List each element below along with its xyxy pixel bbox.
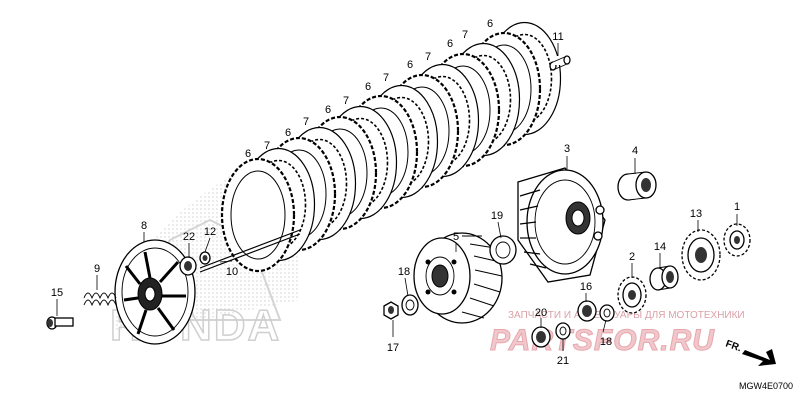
callout-8: 8	[141, 220, 147, 232]
callout-17: 17	[387, 342, 399, 354]
clutch-center-5	[413, 232, 503, 324]
callout-6-d: 6	[325, 104, 331, 116]
bearing-22	[179, 256, 197, 276]
thrust-washer-19	[489, 235, 517, 265]
callout-9: 9	[94, 263, 100, 275]
watermark-brand: PARTSFOR.RU	[490, 324, 715, 357]
callout-18-left: 18	[398, 266, 410, 278]
direction-label: FR.	[724, 338, 743, 354]
clutch-plate-stack	[220, 21, 562, 273]
diagram-code: MGW4E0700	[739, 381, 793, 391]
callout-13: 13	[690, 208, 702, 220]
pin-11	[549, 55, 571, 71]
washer-18-left	[401, 294, 419, 316]
callout-1: 1	[734, 201, 740, 213]
callout-7-a: 7	[264, 140, 270, 152]
callout-7-e: 7	[383, 72, 389, 84]
callout-19: 19	[491, 210, 503, 222]
friction-disc-bore	[230, 170, 286, 260]
lock-nut-20	[531, 326, 551, 348]
callout-6-h: 6	[487, 18, 493, 30]
callout-3: 3	[564, 143, 570, 155]
callout-7-f: 7	[425, 51, 431, 63]
collar-4	[617, 171, 657, 201]
collar-14	[649, 265, 679, 291]
lock-nut-17	[383, 301, 399, 320]
oil-pump-sprocket-2	[617, 276, 647, 314]
callout-10: 10	[226, 266, 238, 278]
watermark: ЗАПЧАСТИ И АКСЕССУАРЫ ДЛЯ МОТОТЕХНИКИ PA…	[490, 310, 745, 358]
callout-15: 15	[51, 287, 63, 299]
callout-6-c: 6	[285, 127, 291, 139]
bolt-15	[46, 316, 74, 330]
callout-12: 12	[204, 226, 216, 238]
washer-12	[199, 251, 211, 265]
callout-5: 5	[453, 231, 459, 243]
callout-6-g: 6	[447, 38, 453, 50]
washer-21	[555, 322, 571, 340]
pressure-plate-8	[114, 239, 196, 345]
clutch-spring-9	[83, 292, 117, 307]
callout-11: 11	[552, 31, 563, 43]
callout-6-a: 6	[245, 148, 251, 160]
callout-14: 14	[654, 241, 666, 253]
callout-16: 16	[580, 281, 592, 293]
callout-6-e: 6	[365, 81, 371, 93]
callouts: 1 2 3 4 5 6 6 6 6 6 6 6 7 7 7 7 7 7 8 9 …	[51, 18, 740, 367]
watermark-text: ЗАПЧАСТИ И АКСЕССУАРЫ ДЛЯ МОТОТЕХНИКИ	[508, 310, 745, 321]
callout-7-c: 7	[303, 116, 309, 128]
front-direction-arrow: FR.	[724, 338, 776, 366]
gear-1	[723, 223, 751, 257]
leader-lines	[56, 43, 738, 351]
callout-2: 2	[629, 251, 635, 263]
lifter-rod-10	[199, 229, 301, 273]
bearing-16	[577, 300, 597, 322]
clutch-outer-3	[517, 167, 606, 283]
washer-18-right	[599, 304, 615, 322]
callout-7-d: 7	[343, 95, 349, 107]
primary-driven-gear-13	[681, 229, 721, 281]
callout-21: 21	[557, 355, 569, 367]
callout-18-right: 18	[600, 336, 612, 348]
callout-22: 22	[183, 231, 195, 243]
callout-4: 4	[632, 145, 638, 157]
callout-7-g: 7	[462, 29, 468, 41]
callout-20: 20	[535, 307, 547, 319]
callout-6-f: 6	[407, 59, 413, 71]
